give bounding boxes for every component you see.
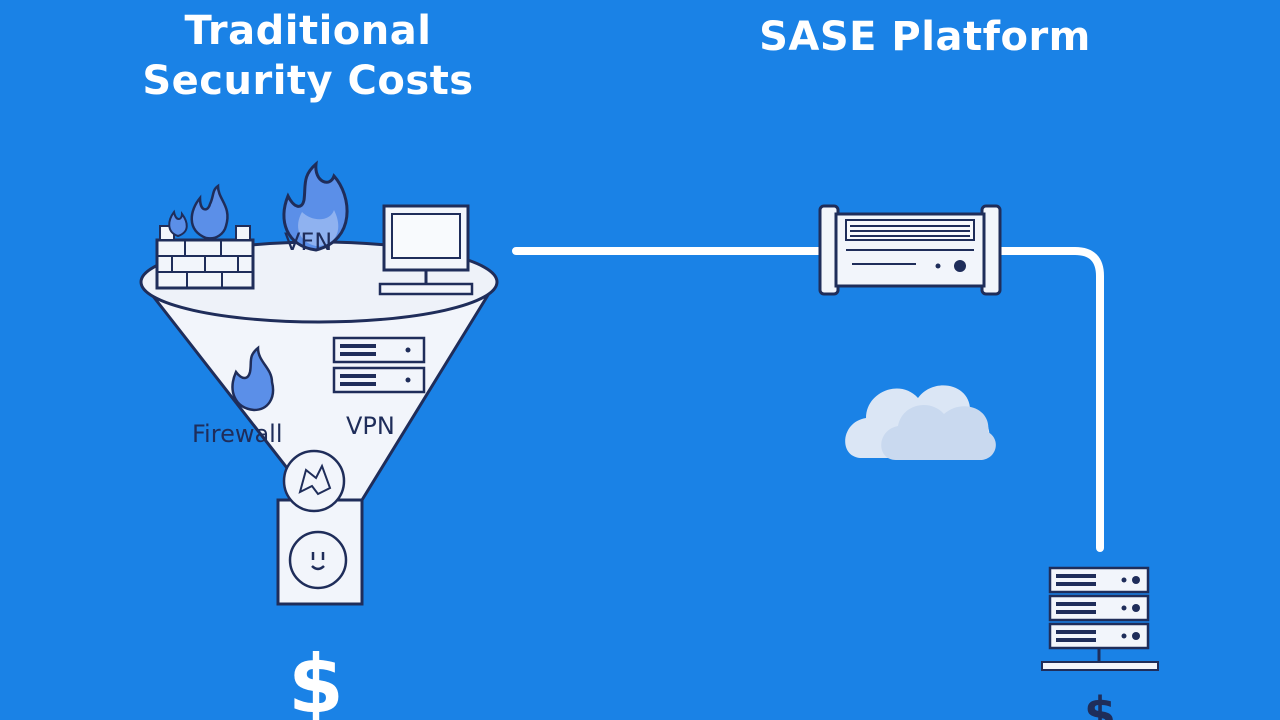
- right-cost-dollar-icon: $: [1084, 687, 1116, 720]
- vfn-label: VFN: [284, 228, 332, 256]
- flame-icon: [231, 345, 275, 412]
- left-cost-dollar-icon: $: [288, 638, 344, 720]
- server-stack-icon: [1041, 566, 1159, 671]
- sase-platform-title: SASE Platform: [759, 14, 1091, 60]
- power-button-icon: [288, 530, 348, 590]
- flame-icon: [282, 160, 349, 252]
- monitor-icon: [378, 204, 474, 296]
- cloud-icon: [845, 385, 996, 460]
- server-rack-icon: [332, 336, 426, 394]
- router-icon: [818, 204, 1002, 296]
- firewall-label: Firewall: [192, 420, 283, 448]
- brick-wall-icon: [155, 225, 255, 290]
- traditional-security-title: Traditional Security Costs: [142, 8, 474, 104]
- shield-badge-icon: [282, 449, 346, 513]
- vpn-label: VPN: [346, 412, 395, 440]
- flame-icon: [168, 183, 229, 240]
- connector-line: [512, 247, 1104, 552]
